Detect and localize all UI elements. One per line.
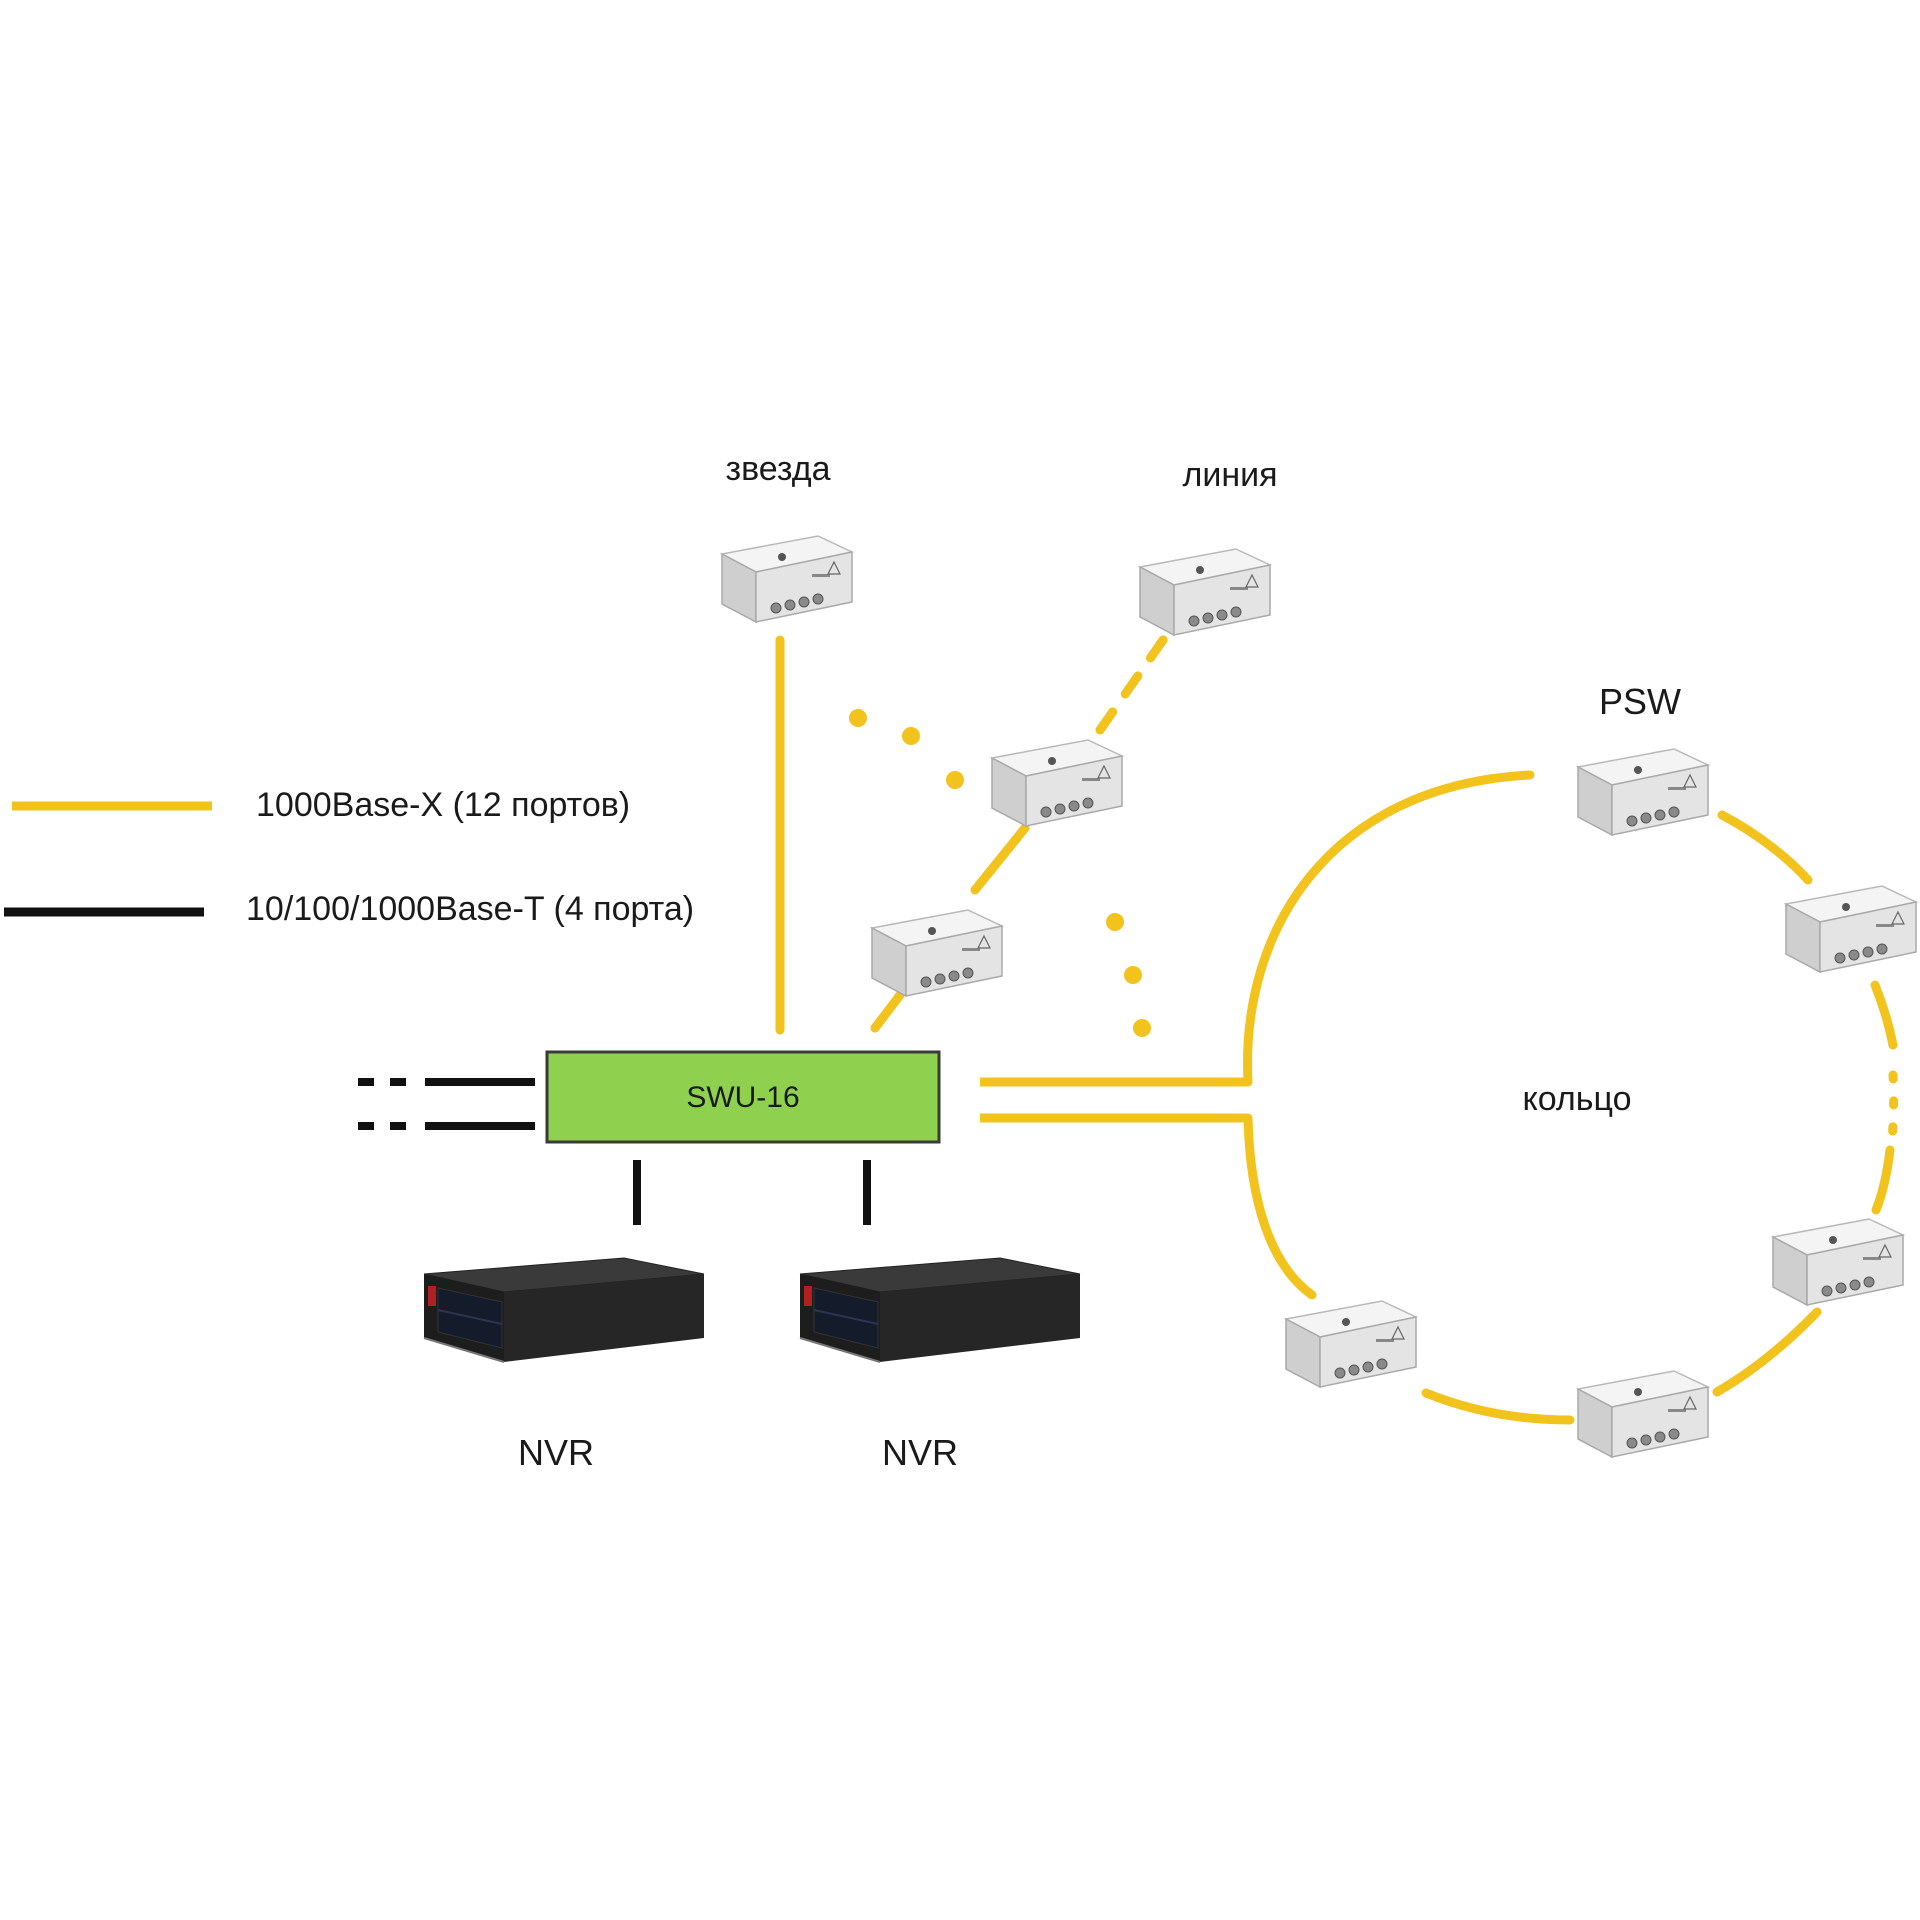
fiber-links	[775, 625, 1899, 1425]
psw-switch-box-icon	[1139, 548, 1271, 636]
nvr-right-label: NVR	[882, 1432, 958, 1473]
legend-copper-label: 10/100/1000Base-T (4 порта)	[246, 890, 694, 928]
swu16-switch: SWU-16	[545, 1050, 941, 1144]
switch-label: SWU-16	[686, 1081, 799, 1114]
nvr-recorder-icon	[423, 1257, 705, 1363]
line-link-1	[870, 990, 905, 1033]
ring-arc-right-lower	[1871, 1145, 1895, 1215]
psw-switch-box-icon	[1285, 1300, 1417, 1388]
legend: 1000Base-X (12 портов) 10/100/1000Base-T…	[4, 786, 694, 928]
copper-links	[358, 1078, 871, 1225]
ring-arc-top-left	[1243, 770, 1535, 1087]
continuation-dots	[849, 709, 1151, 1037]
ring-topology-label: кольцо	[1523, 1080, 1632, 1118]
ring-arc-bottom-left	[1243, 1113, 1317, 1300]
nvr-left-label: NVR	[518, 1432, 594, 1473]
nvr-recorder-icon	[799, 1257, 1081, 1363]
ring-arc-right-dashed	[1887, 1070, 1899, 1145]
psw-switch-box-icon	[1577, 748, 1709, 836]
legend-fiber-label: 1000Base-X (12 портов)	[256, 786, 630, 824]
line-link-2	[970, 823, 1030, 895]
ring-arc-right-upper	[1870, 980, 1898, 1050]
psw-switch-box-icon	[1785, 885, 1917, 973]
psw-switch-box-icon	[1577, 1370, 1709, 1458]
line-topology-label: линия	[1182, 456, 1277, 494]
psw-label: PSW	[1599, 681, 1681, 722]
ring-arc-top-right	[1717, 810, 1813, 885]
star-topology-label: звезда	[725, 450, 830, 488]
ring-arc-bottom	[1421, 1388, 1575, 1425]
psw-switch-box-icon	[1772, 1218, 1904, 1306]
ring-arc-bottom-right	[1712, 1307, 1822, 1397]
psw-switch-box-icon	[721, 535, 853, 623]
psw-switch-box-icon	[991, 739, 1123, 827]
line-link-3-dashed	[1095, 625, 1175, 735]
psw-switch-box-icon	[871, 909, 1003, 997]
